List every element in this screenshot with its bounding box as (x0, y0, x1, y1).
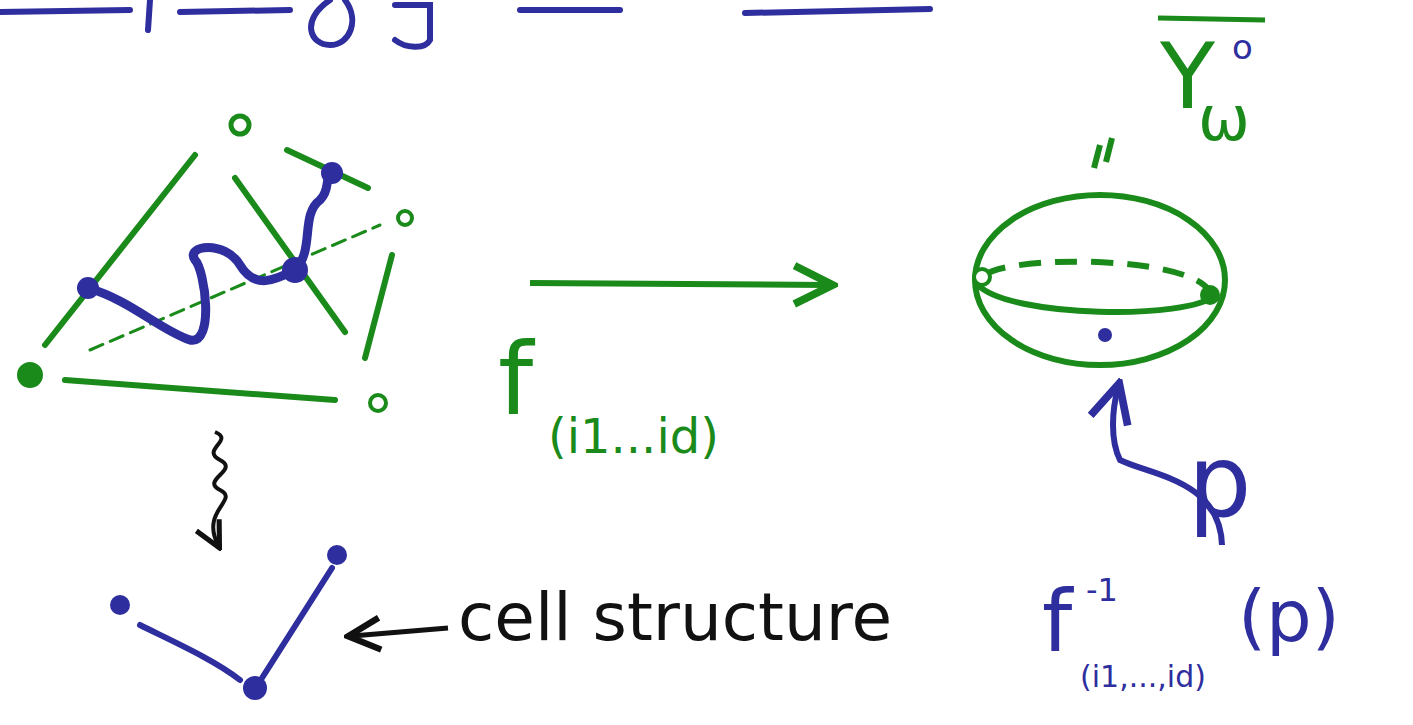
simplex (20, 116, 412, 411)
preimage-point: (p) (1238, 580, 1340, 652)
note-text: cell structure (458, 585, 892, 651)
point-name: p (1188, 432, 1251, 532)
subscript: ω (1198, 88, 1250, 150)
map-arrow (530, 283, 828, 285)
subscript: (i1,...,id) (1080, 662, 1206, 692)
blue-path (77, 162, 343, 340)
map-index: (i1...id) (548, 412, 719, 460)
map-name: f (498, 330, 533, 430)
cut-off-writing (0, 0, 930, 47)
squiggle-arrow (213, 432, 226, 545)
superscript: o (1232, 30, 1253, 64)
preimage-map: f (1042, 578, 1072, 664)
overline (1158, 18, 1265, 20)
sphere (974, 138, 1225, 365)
cell-structure (110, 545, 347, 700)
point (1098, 328, 1112, 342)
leader-arrow (352, 628, 448, 636)
superscript: -1 (1086, 574, 1118, 606)
